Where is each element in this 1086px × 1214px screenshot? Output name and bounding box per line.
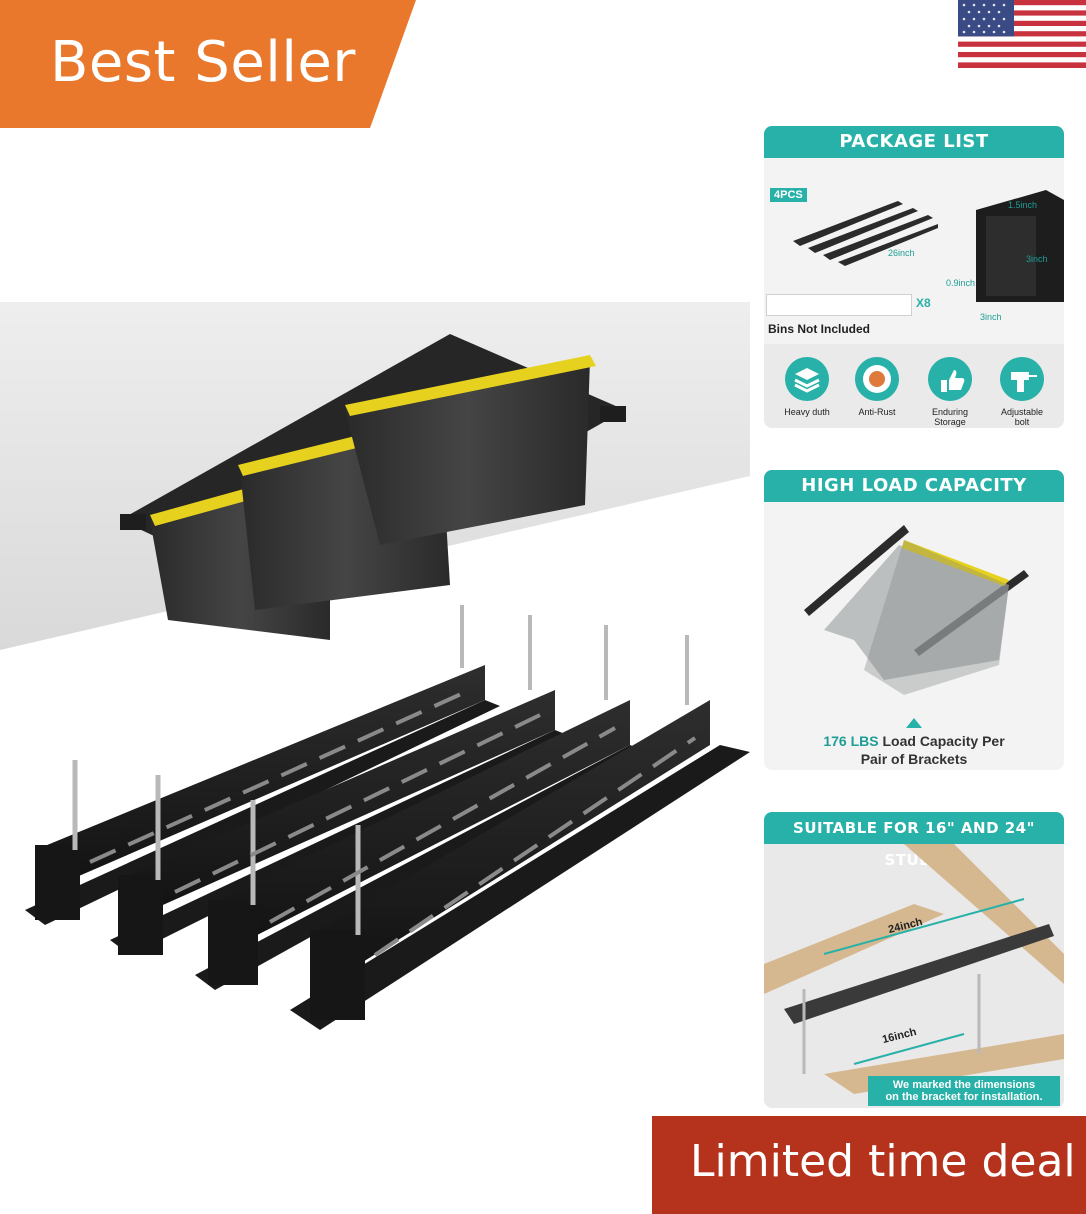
profile-side-label: 0.9inch — [946, 278, 976, 288]
hero-product-image — [0, 302, 750, 1030]
shield-drop-icon — [855, 357, 899, 401]
load-capacity-panel: HIGH LOAD CAPACITY 176 LBS Load Capacity… — [764, 470, 1064, 770]
feature-enduring-storage: Enduring Storage — [924, 356, 976, 427]
us-flag-icon — [958, 0, 1086, 68]
load-value: 176 LBS — [823, 733, 879, 749]
studs-note-line1: We marked the dimensions — [892, 1079, 1036, 1091]
feature-adjustable-bolt: Adjustable bolt — [996, 356, 1048, 427]
bins-not-included-label: Bins Not Included — [768, 322, 870, 336]
studs-note-line2: on the bracket for installation. — [885, 1091, 1043, 1103]
feature-label: Enduring Storage — [931, 407, 969, 427]
limited-time-deal-banner — [652, 1116, 1086, 1214]
load-text-line2: Pair of Brackets — [860, 751, 968, 767]
storage-bin-3 — [345, 355, 596, 545]
best-seller-badge — [0, 0, 416, 128]
profile-illustration — [976, 190, 1064, 302]
brackets-illustration — [793, 201, 938, 266]
bracket-length-label: 26inch — [888, 248, 915, 258]
limited-time-deal-label: Limited time deal — [690, 1136, 1076, 1187]
studs-panel: SUITABLE FOR 16" AND 24" STUDS 24inch 16… — [764, 812, 1064, 1108]
feature-label: Heavy duth — [784, 407, 830, 417]
bracket-4 — [290, 635, 750, 1030]
up-arrow-icon — [906, 718, 922, 728]
screws-qty-label: X8 — [916, 296, 931, 310]
profile-height-label: 3inch — [1026, 254, 1048, 264]
qty-badge: 4PCS — [770, 188, 807, 202]
features-row: Heavy duth Anti-Rust Enduring Storage Ad… — [764, 344, 1064, 428]
feature-label: Adjustable bolt — [1000, 407, 1044, 427]
package-list-panel: PACKAGE LIST 4PCS 26inch 1.5inch 3inch 0… — [764, 126, 1064, 428]
load-text-line1: Load Capacity Per — [882, 733, 1005, 749]
best-seller-label: Best Seller — [50, 30, 356, 95]
load-capacity-illustration — [804, 525, 1029, 695]
studs-note: We marked the dimensions on the bracket … — [868, 1076, 1060, 1106]
package-list-title: PACKAGE LIST — [764, 126, 1064, 158]
studs-illustration — [764, 844, 1064, 1094]
profile-top-label: 1.5inch — [1008, 200, 1038, 210]
drill-icon — [1000, 357, 1044, 401]
studs-title: SUITABLE FOR 16" AND 24" STUDS — [764, 812, 1064, 869]
thumbs-up-icon — [928, 357, 972, 401]
profile-width-label: 3inch — [980, 312, 1002, 322]
feature-heavy-duty: Heavy duth — [784, 356, 830, 417]
load-capacity-title: HIGH LOAD CAPACITY — [764, 470, 1064, 502]
screws-illustration — [766, 294, 912, 316]
layers-icon — [785, 357, 829, 401]
feature-label: Anti-Rust — [858, 407, 896, 417]
feature-anti-rust: Anti-Rust — [854, 356, 900, 417]
